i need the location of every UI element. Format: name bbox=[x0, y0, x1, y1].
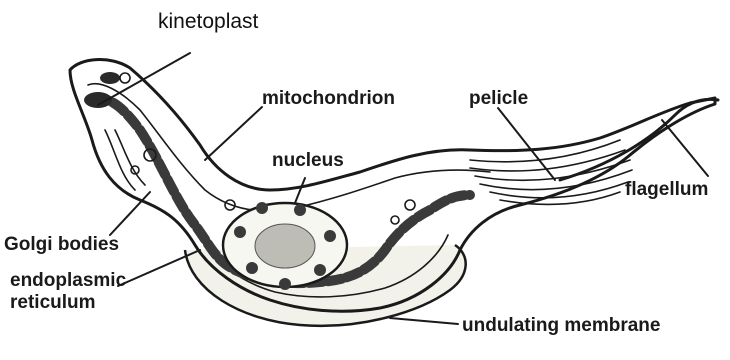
golgi-leader bbox=[110, 192, 150, 235]
pelicle-leader bbox=[498, 108, 555, 180]
mitochondrion-leader bbox=[205, 107, 262, 160]
undulating-leader bbox=[390, 318, 458, 324]
label-endoplasmic: endoplasmic bbox=[10, 270, 127, 291]
label-kinetoplast: kinetoplast bbox=[158, 10, 259, 33]
label-nucleus: nucleus bbox=[272, 150, 344, 171]
label-golgi-bodies: Golgi bodies bbox=[4, 234, 119, 255]
er-leader bbox=[118, 250, 200, 286]
label-reticulum: reticulum bbox=[10, 292, 96, 313]
label-flagellum: flagellum bbox=[625, 179, 708, 200]
flagellum-leader bbox=[662, 120, 708, 176]
nucleus-leader bbox=[295, 178, 305, 203]
label-mitochondrion: mitochondrion bbox=[262, 88, 395, 109]
kinetoplast-detail bbox=[100, 72, 120, 84]
label-undulating-membrane: undulating membrane bbox=[462, 315, 660, 336]
label-pelicle: pelicle bbox=[469, 88, 528, 109]
